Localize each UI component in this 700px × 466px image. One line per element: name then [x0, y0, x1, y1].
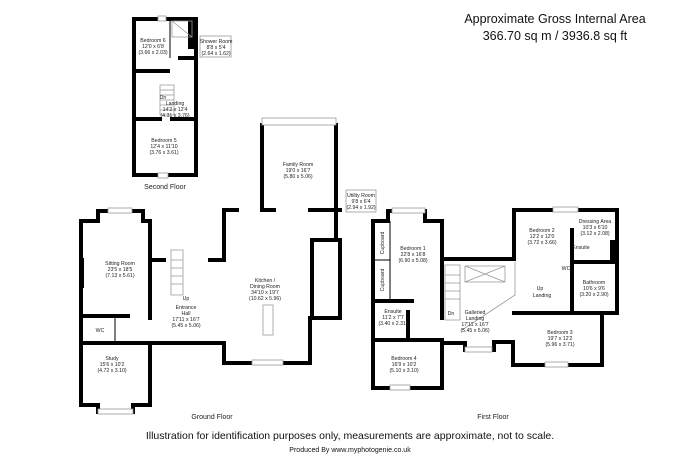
disclaimer: Illustration for identification purposes…	[145, 430, 555, 442]
room-size-imperial: 19'0 x 16'7	[286, 168, 311, 174]
stair-label: Up	[537, 286, 544, 292]
room-size-imperial: 22'8 x 16'8	[401, 252, 426, 258]
room-name: Entrance	[176, 305, 197, 311]
room-size-metric: (3.72 x 3.66)	[527, 240, 556, 246]
room-name: Cupboard	[380, 231, 386, 254]
room-size-metric: (5.45 x 5.06)	[171, 323, 200, 329]
floor-label: Second Floor	[144, 184, 186, 191]
stair-label: Up	[183, 296, 190, 302]
room-size-metric: (2.94 x 1.92)	[346, 205, 375, 211]
room-size-metric: (6.90 x 5.08)	[398, 258, 427, 264]
room-size-imperial: 17'11 x 16'7	[172, 317, 199, 323]
room-size-metric: (3.66 x 2.03)	[138, 50, 167, 56]
room-name: Family Room	[283, 162, 314, 168]
room-name: Galleried	[465, 310, 486, 316]
room-name: Sitting Room	[105, 261, 135, 267]
first-floor-plan: Cupboard Cupboard Bedroom 1 22'8 x 16'8 …	[371, 206, 619, 421]
room-size-metric: (5.10 x 3.10)	[389, 368, 418, 374]
stair-label: Dn	[160, 95, 167, 101]
room-name: Bedroom 1	[400, 246, 425, 252]
room-size-metric: (3.76 x 3.61)	[149, 150, 178, 156]
room-name: Kitchen /	[255, 278, 276, 284]
room-size-imperial: 23'5 x 18'5	[108, 267, 133, 273]
room-size-imperial: 15'6 x 10'2	[100, 362, 125, 368]
room-size-metric: (4.72 x 3.10)	[97, 368, 126, 374]
room-name: WC	[96, 328, 105, 334]
room-size-imperial: 34'10 x 19'7	[251, 290, 279, 296]
room-size-metric: (5.96 x 3.71)	[545, 342, 574, 348]
second-floor-plan: Bedroom 6 12'0 x 6'8 (3.66 x 2.03) Showe…	[132, 15, 233, 191]
floor-label: Ground Floor	[191, 414, 233, 421]
room-size-metric: (3.12 x 2.08)	[580, 231, 609, 237]
room-name: Study	[105, 356, 119, 362]
room-size-imperial: 14'2 x 12'4	[163, 107, 188, 113]
room-size-metric: (4.31 x 3.76)	[160, 113, 189, 119]
room-size-imperial: 10'6 x 9'6	[583, 286, 605, 292]
room-size-metric: (2.64 x 1.62)	[201, 51, 230, 57]
room-size-imperial: 8'8 x 5'4	[207, 45, 226, 51]
room-size-metric: (3.40 x 2.31)	[378, 321, 407, 327]
floor-label: First Floor	[477, 414, 509, 421]
area-value: 366.70 sq m / 3936.8 sq ft	[482, 29, 628, 43]
room-name: Bedroom 3	[547, 330, 572, 336]
room-name: Ensuite	[384, 309, 401, 315]
room-size-imperial: 11'2 x 7'7	[382, 315, 404, 321]
room-size-imperial: 16'9 x 10'2	[392, 362, 417, 368]
cupboard-labels: Cupboard Cupboard	[380, 231, 386, 291]
room-size-imperial: 12'4 x 11'10	[150, 144, 177, 150]
room-name: Ensuite	[572, 245, 589, 251]
credit: Produced By www.myphotogenie.co.uk	[289, 447, 411, 454]
room-size-metric: (5.80 x 5.06)	[283, 174, 312, 180]
room-name: Landing	[166, 101, 185, 107]
room-size-metric: (10.62 x 5.96)	[249, 296, 281, 302]
room-name: Dressing Area	[579, 219, 612, 225]
room-size-metric: (7.13 x 5.61)	[105, 273, 134, 279]
room-size-imperial: 12'2 x 12'0	[530, 234, 555, 240]
room-size-imperial: 9'8 x 6'4	[352, 199, 371, 205]
room-name: Shower Room	[200, 39, 233, 45]
room-name: Bedroom 6	[140, 38, 165, 44]
room-name: Dining Room	[250, 284, 280, 290]
room-size-imperial: 10'3 x 6'10	[583, 225, 608, 231]
room-size-imperial: 17'11 x 16'7	[461, 322, 488, 328]
room-name: Utility Room	[347, 193, 375, 199]
room-name: Bedroom 2	[529, 228, 554, 234]
room-name: WC	[562, 266, 571, 272]
room-name: Bedroom 4	[391, 356, 416, 362]
room-size-imperial: 19'7 x 12'2	[548, 336, 573, 342]
room-name: Bathroom	[583, 280, 606, 286]
room-name: Cupboard	[380, 268, 386, 291]
room-size-metric: (5.45 x 5.06)	[460, 328, 489, 334]
room-name: Hall	[182, 311, 191, 317]
room-name: Landing	[533, 293, 552, 299]
room-name: Bedroom 5	[151, 138, 176, 144]
stair-label: Dn	[448, 311, 455, 317]
room-size-imperial: 12'0 x 6'8	[142, 44, 164, 50]
room-size-metric: (3.20 x 2.90)	[579, 292, 608, 298]
room-name: Landing	[466, 316, 485, 322]
ground-floor-plan: Sitting Room 23'5 x 18'5 (7.13 x 5.61) W…	[79, 117, 377, 421]
area-title: Approximate Gross Internal Area	[464, 12, 646, 26]
